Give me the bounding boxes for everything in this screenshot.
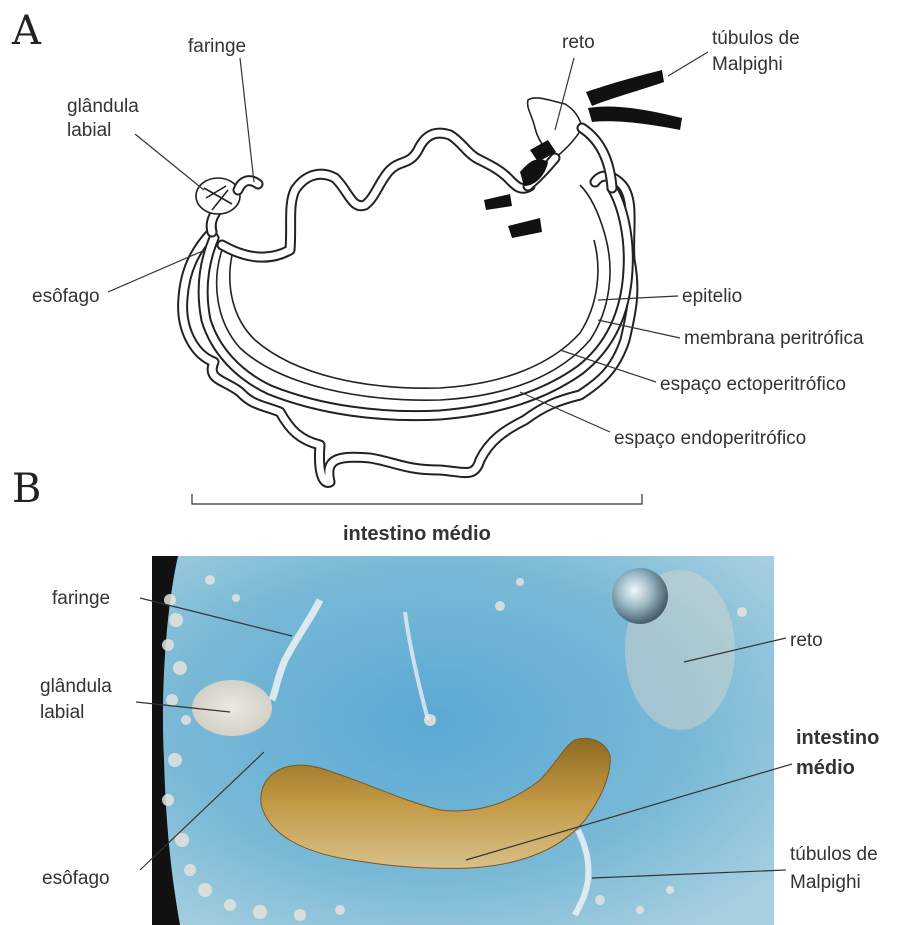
epithelium-outer-tube [183, 176, 633, 482]
leader-a-faringe [240, 58, 254, 182]
dissection-photo [152, 556, 774, 925]
malpighian-tubules-drawing [484, 70, 682, 238]
midgut-bracket [192, 494, 642, 504]
label-a-tubulos-2: Malpighi [712, 54, 783, 75]
label-b-tubulos-1: túbulos de [790, 844, 878, 865]
panel-a-letter: A [11, 8, 42, 54]
label-a-tubulos-1: túbulos de [712, 28, 800, 49]
peritrophic-membrane-inner [230, 240, 598, 388]
gut-schematic-drawing [183, 70, 682, 482]
label-b-faringe: faringe [52, 588, 110, 609]
label-a-glandula-2: labial [67, 120, 111, 141]
label-b-glandula-1: glândula [40, 676, 112, 697]
epithelium-outer-tube-inner [183, 176, 633, 482]
label-b-reto: reto [790, 630, 823, 651]
label-a-esofago: esôfago [32, 286, 100, 307]
label-b-tubulos-2: Malpighi [790, 872, 861, 893]
label-a-epitelio: epitelio [682, 286, 742, 307]
label-a-glandula-1: glândula [67, 96, 139, 117]
leader-a-tubulos [668, 52, 708, 76]
label-b-intestino-1: intestino [796, 727, 879, 749]
label-a-membrana: membrana peritrófica [684, 328, 864, 349]
label-b-glandula-2: labial [40, 702, 84, 723]
label-b-intestino-2: médio [796, 757, 855, 779]
dorsal-wavy-tube-inner [222, 133, 530, 257]
leader-a-glandula [135, 134, 204, 190]
panel-b-letter: B [12, 466, 41, 512]
label-a-intestino: intestino médio [343, 523, 491, 545]
panel-a: A [11, 8, 864, 545]
label-a-endo: espaço endoperitrófico [614, 428, 806, 449]
label-b-esofago: esôfago [42, 868, 110, 889]
peritrophic-membrane [217, 185, 610, 400]
label-a-faringe: faringe [188, 36, 246, 57]
labial-gland-photo [192, 680, 272, 736]
air-bubble [612, 568, 668, 624]
midgut-wall-tube-inner [203, 188, 628, 416]
label-a-ecto: espaço ectoperitrófico [660, 374, 846, 395]
label-a-reto: reto [562, 32, 595, 53]
